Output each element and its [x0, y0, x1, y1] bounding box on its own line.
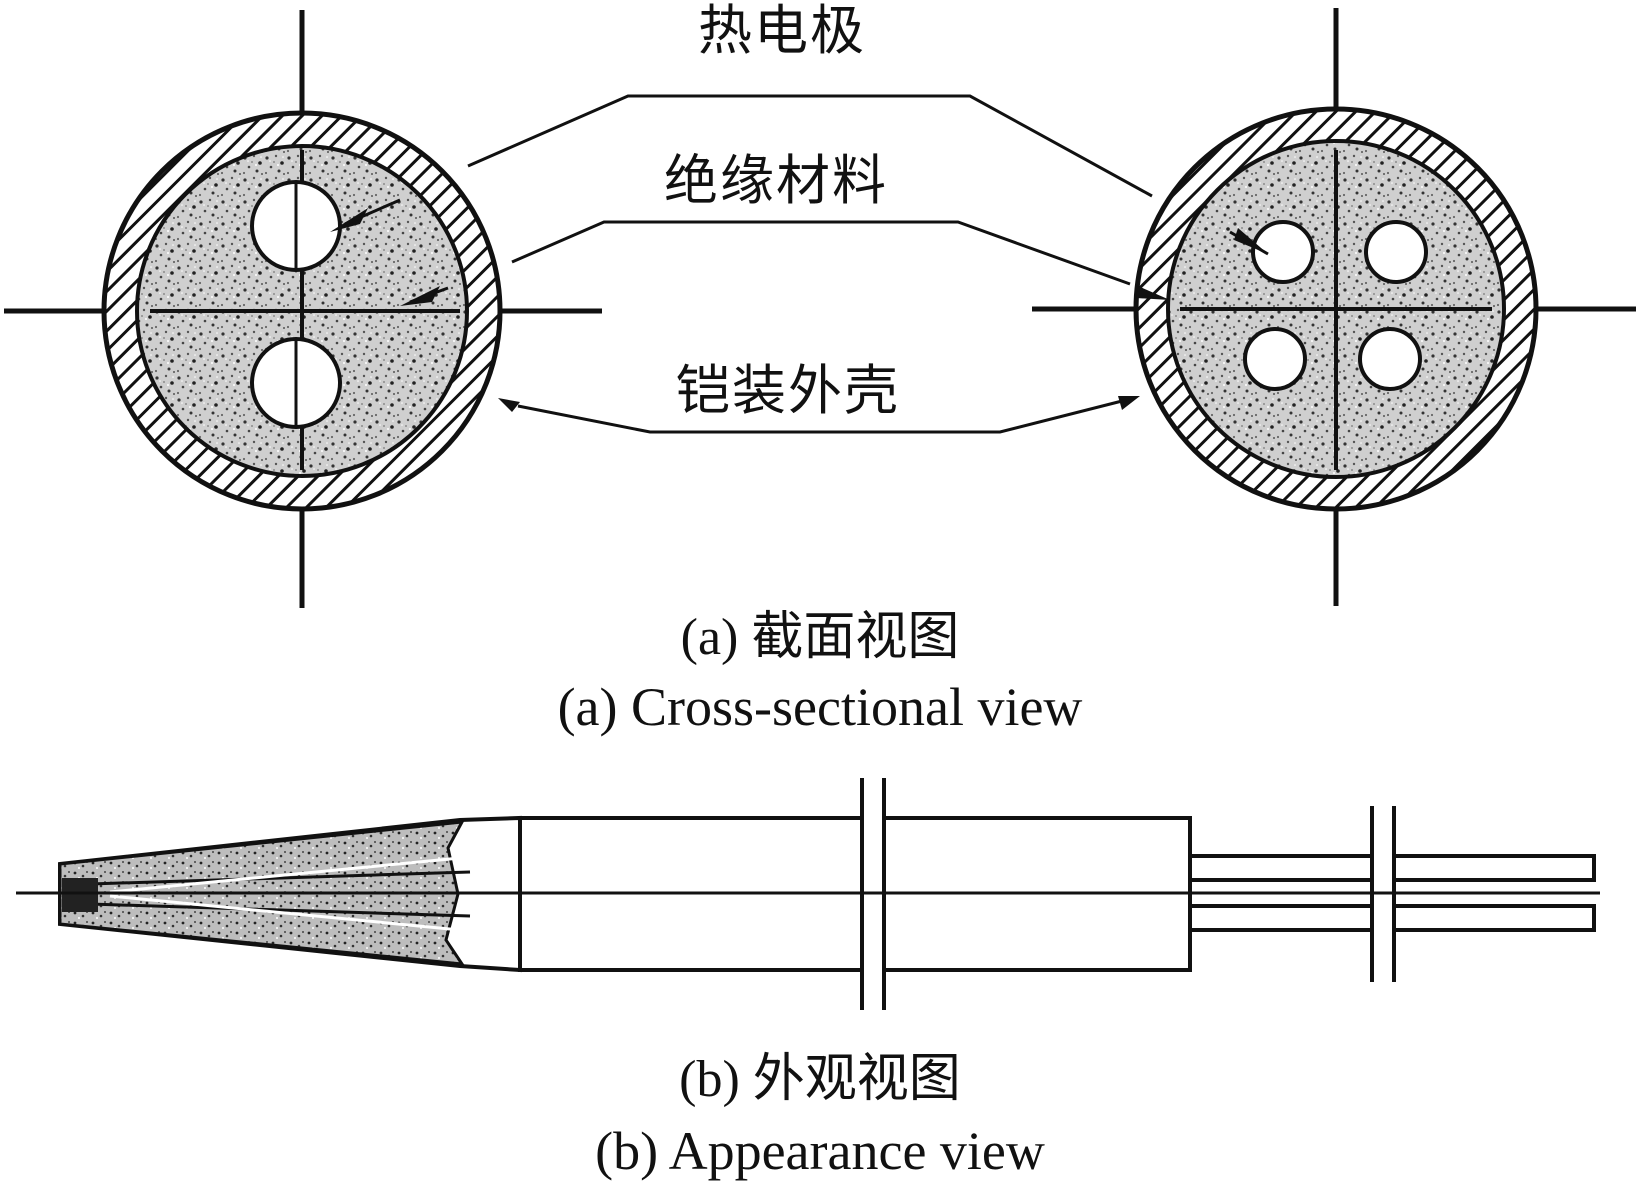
right-wire-3 [1243, 327, 1307, 391]
caption-a-en: (a) Cross-sectional view [557, 677, 1083, 737]
label-thermoelectrode: 热电极 [698, 0, 866, 62]
left-cross-section [4, 10, 602, 608]
appearance-view [16, 778, 1600, 1010]
leader-insulation [511, 220, 1131, 286]
right-wire-2 [1364, 220, 1428, 284]
label-insulation: 绝缘材料 [664, 149, 888, 212]
right-wire-1 [1251, 220, 1315, 284]
right-cross-section [1032, 8, 1636, 606]
caption-b-cn: (b) 外观视图 [679, 1051, 961, 1108]
label-sheath: 铠装外壳 [676, 359, 900, 422]
caption-b-en: (b) Appearance view [595, 1121, 1045, 1181]
caption-a-cn: (a) 截面视图 [680, 609, 960, 666]
leader-thermoelectrode [467, 94, 1153, 198]
right-wire-4 [1358, 327, 1422, 391]
leader-lines [467, 94, 1153, 434]
leader-sheath [517, 398, 1127, 434]
